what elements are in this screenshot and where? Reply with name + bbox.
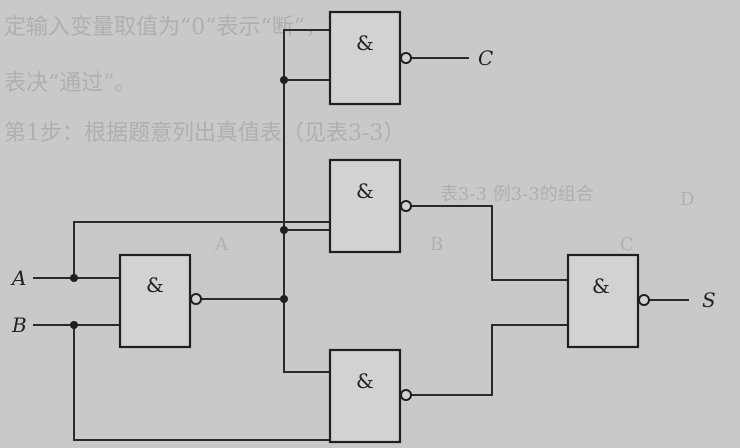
wire-g1-bus — [283, 29, 331, 373]
nand-gate-2: & — [328, 10, 412, 106]
gate-5-inverter-bubble — [638, 294, 650, 306]
nand-gate-4: & — [328, 348, 412, 444]
bg-col-d: D — [680, 189, 694, 210]
gate-1-inverter-bubble — [190, 293, 202, 305]
gate-3-inverter-bubble — [400, 200, 412, 212]
gate-2-symbol: & — [356, 31, 374, 55]
gate-1-body — [118, 253, 192, 349]
wire-a-to-g3 — [73, 221, 331, 279]
wire-b-to-g4 — [73, 324, 331, 441]
junction-g1-out — [280, 295, 288, 303]
output-s-label: S — [702, 288, 716, 312]
input-b-label: B — [11, 313, 27, 337]
bg-line-4: 表3-3 例3-3的组合 — [440, 184, 594, 205]
gate-5-body — [566, 253, 640, 349]
gate-2-body — [328, 10, 402, 106]
gate-4-inverter-bubble — [400, 389, 412, 401]
junctions — [70, 76, 288, 329]
nand-gate-1: & — [118, 253, 202, 349]
bg-line-1: 定输入变量取值为“0”表示“断”，取值为 — [4, 15, 393, 40]
gate-4-body — [328, 348, 402, 444]
bg-line-3: 第1步：根据题意列出真值表（见表3-3） — [4, 121, 405, 146]
junction-g2-in — [280, 76, 288, 84]
wire-g4-to-g5 — [409, 324, 569, 396]
gate-3-symbol: & — [356, 179, 374, 203]
background-text: 定输入变量取值为“0”表示“断”，取值为 表决“通过”。 第1步：根据题意列出真… — [4, 15, 694, 255]
gate-1-symbol: & — [146, 273, 164, 297]
bg-line-2: 表决“通过”。 — [4, 71, 137, 96]
bg-col-a: A — [214, 234, 229, 255]
junction-g3-in — [280, 226, 288, 234]
gate-2-inverter-bubble — [400, 52, 412, 64]
wire-g3-to-g5 — [409, 205, 569, 281]
junction-b — [70, 321, 78, 329]
wires — [33, 29, 689, 441]
bg-col-b: B — [430, 234, 443, 255]
output-c-label: C — [478, 46, 493, 70]
nand-gate-5: & — [566, 253, 650, 349]
gate-3-body — [328, 158, 402, 254]
nand-gate-3: & — [328, 158, 412, 254]
input-a-label: A — [10, 266, 26, 290]
bg-col-c: C — [620, 234, 634, 255]
gate-5-symbol: & — [592, 274, 610, 298]
gate-4-symbol: & — [356, 369, 374, 393]
junction-a — [70, 274, 78, 282]
